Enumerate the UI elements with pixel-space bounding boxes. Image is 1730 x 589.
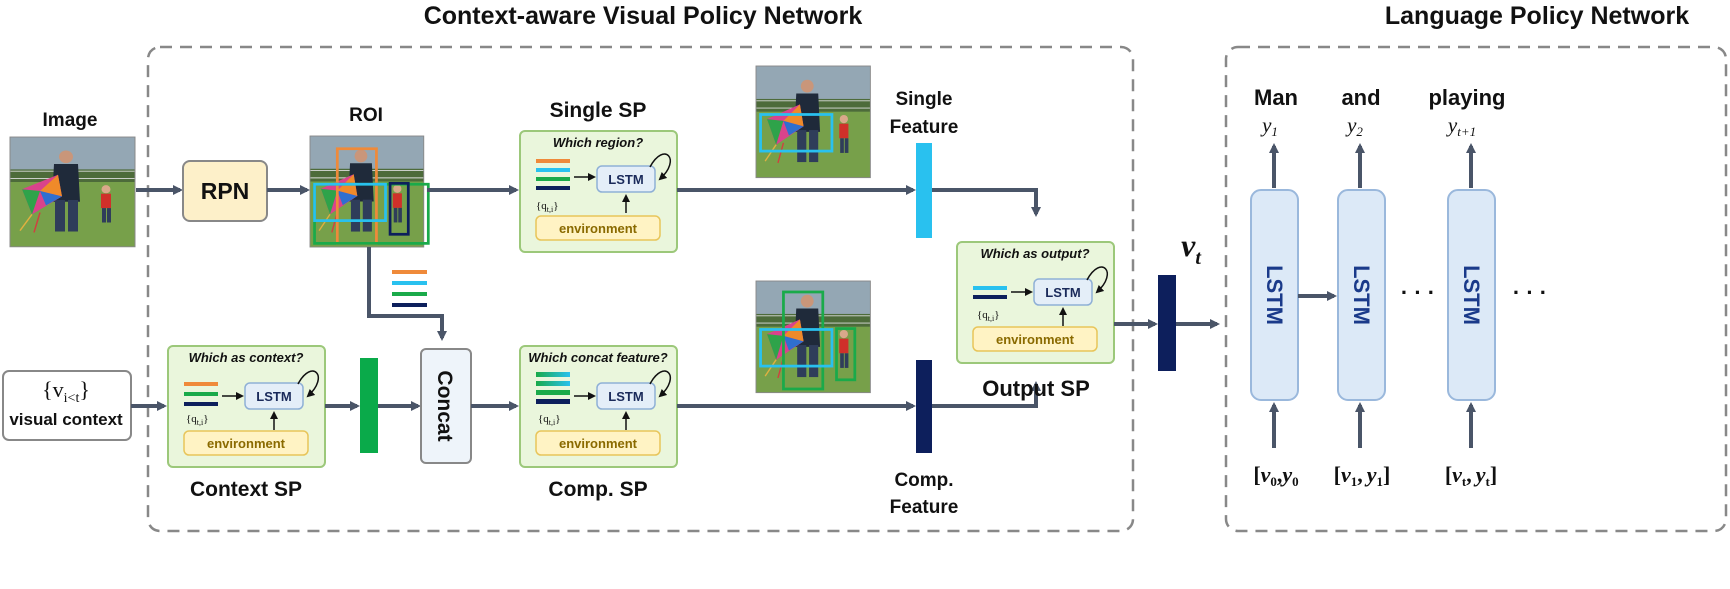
recurrence-arrow <box>649 153 671 181</box>
output-lstm-cell <box>1033 278 1093 306</box>
bar-navy <box>536 399 570 404</box>
output-y1: y1 <box>1260 113 1278 139</box>
output-environment-label: environment <box>996 332 1075 347</box>
single-sp-box: Which region? LSTM {qt,i} environment <box>519 130 678 253</box>
bar-navy <box>392 303 427 307</box>
input-2: [v1,y1] <box>1334 462 1391 489</box>
comp-sp-box: Which concat feature? LSTM {qt,i} enviro… <box>519 345 678 468</box>
roi-feature-bars <box>392 270 427 307</box>
comp-feature-label-2: Feature <box>890 497 959 518</box>
single-environment-label: environment <box>559 221 638 236</box>
context-environment-label: environment <box>207 436 286 451</box>
visual-context-label: visual context <box>9 410 123 429</box>
dots-end: · · · <box>1513 280 1547 305</box>
single-sp-question: Which region? <box>553 135 643 150</box>
context-lstm-cell <box>244 382 304 410</box>
comp-region-photo-icon <box>755 280 872 394</box>
bar-navy <box>536 186 570 190</box>
v-t-bar <box>1158 275 1176 371</box>
input-1: [v0,y0 <box>1253 462 1298 489</box>
single-feature-label-1: Single <box>895 89 952 110</box>
word-1: Man <box>1254 85 1298 110</box>
context-sp-question: Which as context? <box>189 350 304 365</box>
lstm-cell-3 <box>1447 189 1496 401</box>
comp-environment-label: environment <box>559 436 638 451</box>
language-network-title: Language Policy Network <box>1385 2 1689 30</box>
single-feature-bar <box>916 143 932 238</box>
comp-sp-question: Which concat feature? <box>528 350 667 365</box>
visual-context-math: {vi<t} <box>42 377 90 406</box>
single-environment-box <box>535 215 661 241</box>
recurrence-arrow <box>297 370 319 398</box>
output-yt1: yt+1 <box>1446 113 1476 139</box>
bar-orange <box>536 159 570 163</box>
language-network-container <box>1224 45 1728 533</box>
single-lstm-label: LSTM <box>608 172 643 187</box>
lstm-cell-3-label: LSTM <box>1459 265 1484 325</box>
word-3: playing <box>1428 85 1505 110</box>
output-sp-question: Which as output? <box>980 246 1089 261</box>
context-lstm-label: LSTM <box>256 389 291 404</box>
single-q-label: {qt,i} <box>536 200 559 214</box>
single-sp-title: Single SP <box>550 99 647 122</box>
context-sp-title: Context SP <box>190 478 302 501</box>
comp-lstm-label: LSTM <box>608 389 643 404</box>
rpn-label: RPN <box>201 178 250 204</box>
bar-cyan <box>973 286 1007 290</box>
bar-navy <box>184 402 218 406</box>
bar-navy <box>973 295 1007 299</box>
output-sp-box: Which as output? LSTM {qt,i} environment <box>956 241 1115 364</box>
lstm-cell-2 <box>1337 189 1386 401</box>
visual-network-title: Context-aware Visual Policy Network <box>424 2 863 30</box>
lstm-cell-2-label: LSTM <box>1349 265 1374 325</box>
concat-label: Concat <box>433 370 456 441</box>
bar-orange <box>184 382 218 386</box>
arrow-comp-feature-output <box>932 381 1041 408</box>
recurrence-arrow <box>1086 266 1108 294</box>
bar-cyan <box>536 168 570 172</box>
bar-orange <box>392 270 427 274</box>
bar-green <box>536 177 570 181</box>
input-3: [vt,yt] <box>1445 462 1497 489</box>
recurrence-arrow <box>649 370 671 398</box>
comp-feature-bar <box>916 360 932 453</box>
single-lstm-cell <box>596 165 656 193</box>
single-region-photo-icon <box>755 65 872 179</box>
context-q-label: {qt,i} <box>186 413 209 427</box>
comp-feature-label-1: Comp. <box>894 470 953 491</box>
dots-middle: · · · <box>1401 280 1435 305</box>
photo-man-kite-child-icon <box>9 136 136 248</box>
gradient-bar <box>536 381 570 386</box>
arrow-roi-concat <box>367 247 447 341</box>
gradient-bar <box>536 372 570 377</box>
bar-green <box>536 390 570 395</box>
comp-environment-box <box>535 430 661 456</box>
image-label: Image <box>43 110 98 131</box>
visual-network-container <box>146 45 1135 533</box>
context-sp-box: Which as context? LSTM {qt,i} environmen… <box>167 345 326 468</box>
output-y2: y2 <box>1345 113 1363 139</box>
context-feature-bar <box>360 358 378 453</box>
output-sp-title: Output SP <box>982 376 1090 401</box>
comp-q-label: {qt,i} <box>538 413 561 427</box>
v-t-label: vt <box>1181 227 1202 269</box>
arrow-single-feature-output <box>932 188 1041 217</box>
output-lstm-label: LSTM <box>1045 285 1080 300</box>
comp-sp-title: Comp. SP <box>548 478 647 501</box>
output-q-label: {qt,i} <box>977 309 1000 323</box>
single-feature-label-2: Feature <box>890 117 959 138</box>
lstm-cell-1-label: LSTM <box>1262 265 1287 325</box>
word-2: and <box>1341 85 1380 110</box>
context-environment-box <box>183 430 309 456</box>
bar-cyan <box>392 281 427 285</box>
roi-label: ROI <box>349 105 383 126</box>
photo-with-roi-boxes-icon <box>309 135 430 248</box>
comp-lstm-cell <box>596 382 656 410</box>
bar-green <box>392 292 427 296</box>
output-environment-box <box>972 326 1098 352</box>
bar-green <box>184 392 218 396</box>
